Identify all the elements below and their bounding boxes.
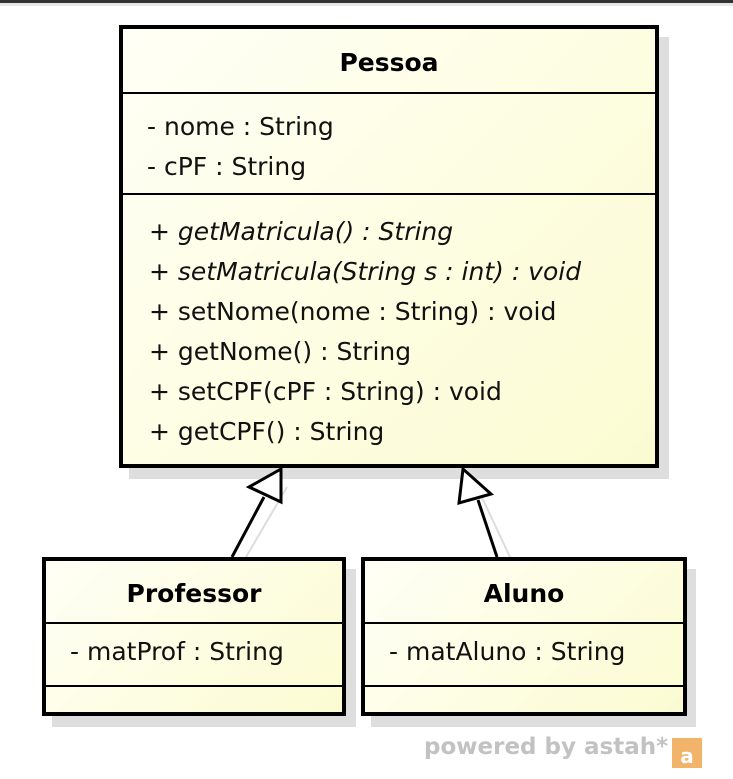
class-name-compartment: Pessoa [123, 29, 655, 94]
class-pessoa[interactable]: Pessoa - nome : String - cPF : String + … [119, 25, 659, 468]
operation[interactable]: + getMatricula() : String [149, 217, 454, 246]
operation[interactable]: + setMatricula(String s : int) : void [149, 257, 582, 286]
attribute[interactable]: - matProf : String [70, 637, 284, 666]
class-professor[interactable]: Professor - matProf : String [42, 557, 346, 716]
window-top-shadow [0, 3, 733, 6]
aluno-generalization [457, 465, 499, 558]
class-aluno[interactable]: Aluno - matAluno : String [361, 557, 687, 716]
astah-logo-icon: a [672, 738, 702, 768]
window-top-border [0, 0, 733, 3]
attributes-compartment: - matProf : String [46, 624, 342, 687]
operation[interactable]: + getNome() : String [149, 337, 412, 366]
class-name: Professor [126, 579, 262, 608]
operations-compartment: + getMatricula() : String + setMatricula… [123, 195, 655, 464]
class-name-compartment: Professor [46, 561, 342, 624]
attribute[interactable]: - matAluno : String [389, 637, 626, 666]
attributes-compartment: - matAluno : String [365, 624, 683, 687]
professor-generalization [230, 466, 283, 558]
operations-compartment [365, 687, 683, 712]
powered-by-watermark: powered by astah* [424, 734, 669, 760]
attributes-compartment: - nome : String - cPF : String [123, 94, 655, 195]
class-name: Aluno [483, 579, 565, 608]
operation[interactable]: + getCPF() : String [149, 417, 385, 446]
class-name-compartment: Aluno [365, 561, 683, 624]
attribute[interactable]: - nome : String [147, 112, 334, 141]
class-name: Pessoa [339, 48, 439, 77]
attribute[interactable]: - cPF : String [147, 152, 307, 181]
operations-compartment [46, 687, 342, 712]
operation[interactable]: + setNome(nome : String) : void [149, 297, 557, 326]
operation[interactable]: + setCPF(cPF : String) : void [149, 377, 502, 406]
